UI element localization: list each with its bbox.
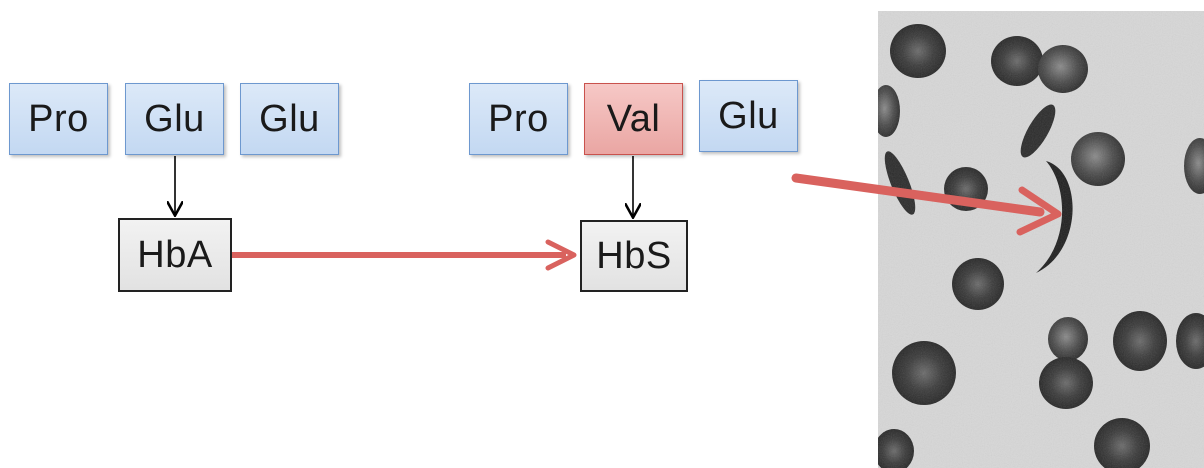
- mutation-arrow-hba-to-hbs: [232, 239, 577, 271]
- blood-smear-micrograph: [878, 11, 1204, 468]
- residue-glu-mutant: Glu: [699, 80, 798, 152]
- residue-pro-normal: Pro: [9, 83, 108, 155]
- residue-glu-normal: Glu: [125, 83, 224, 155]
- residue-val-mutation: Val: [584, 83, 683, 155]
- protein-hba: HbA: [118, 218, 232, 292]
- residue-glu-normal-2: Glu: [240, 83, 339, 155]
- residue-pro-mutant: Pro: [469, 83, 568, 155]
- protein-hbs: HbS: [580, 220, 688, 292]
